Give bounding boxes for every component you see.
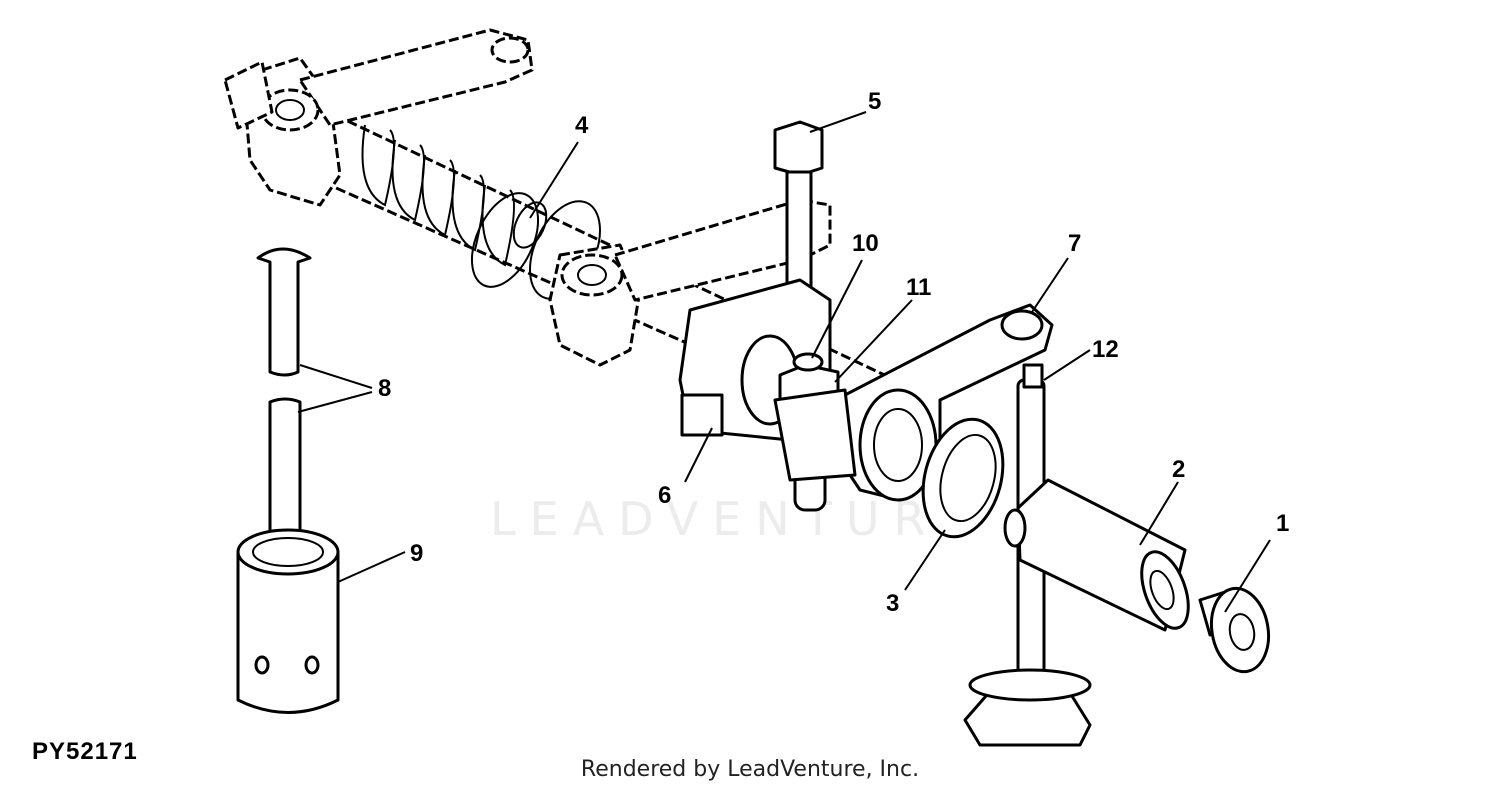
callout-7: 7: [1068, 230, 1082, 257]
sleeve-part: [1003, 478, 1190, 632]
callout-10: 10: [852, 230, 879, 257]
callout-1: 1: [1276, 510, 1290, 537]
callout-4: 4: [575, 112, 589, 139]
bolt-part: [773, 120, 824, 294]
callout-5: 5: [868, 88, 882, 115]
callout-3: 3: [886, 590, 900, 617]
left-rocker-arm-part: [223, 28, 534, 207]
callout-2: 2: [1172, 456, 1186, 483]
callout-11: 11: [906, 274, 932, 301]
spring-part: [361, 124, 601, 300]
washer-part: [921, 417, 1005, 539]
leader-lines: [297, 111, 1271, 613]
callout-9: 9: [410, 540, 424, 567]
middle-rocker-arm-part: [548, 198, 832, 367]
diagram-code-label: PY52171: [32, 738, 138, 765]
callout-12: 12: [1092, 336, 1119, 363]
tappet-cylinder-part: [236, 528, 340, 714]
push-rod-part: [256, 247, 312, 554]
callout-6: 6: [658, 482, 672, 509]
credit-text: Rendered by LeadVenture, Inc.: [580, 757, 920, 782]
callout-8: 8: [378, 375, 392, 402]
rocker-arm-part: [773, 303, 1054, 502]
watermark-text: LEADVENTURE: [490, 492, 983, 546]
cap-part: [1198, 586, 1271, 674]
